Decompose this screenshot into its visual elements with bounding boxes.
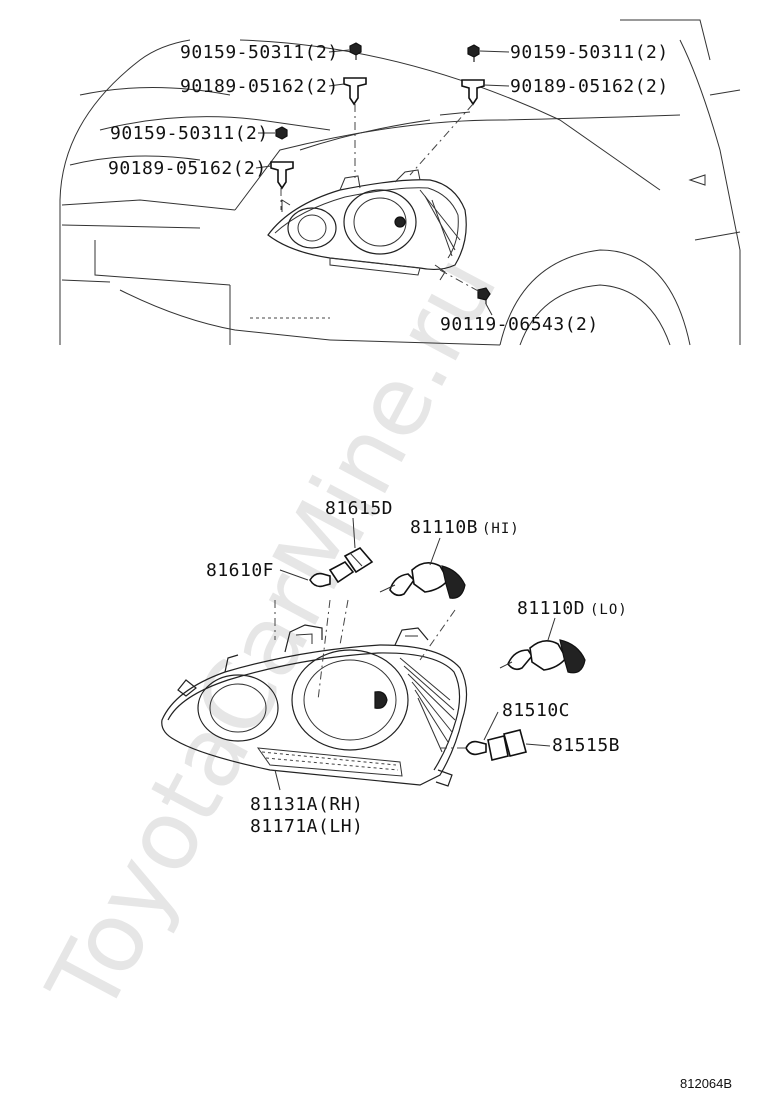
fasteners-top (270, 42, 491, 304)
label-bolt-top-right: 90159-50311(2) (510, 42, 669, 63)
label-socket-81615d: 81615D (325, 498, 393, 519)
label-lo-bulb-suffix: (LO) (590, 602, 628, 618)
label-side-bulb-81510c: 81510C (502, 700, 570, 721)
top-labels: 90159-50311(2) 90189-05162(2) 90159-5031… (108, 42, 669, 335)
leader-lines-top (255, 49, 510, 316)
bottom-labels: 81615D 81110B (HI) 81610F 81110D (LO) 81… (206, 498, 628, 837)
bulbs-and-sockets (309, 546, 586, 761)
label-hi-bulb-suffix: (HI) (482, 521, 520, 537)
label-lo-bulb-code: 81110D (517, 598, 585, 619)
car-front-drawing (59, 19, 741, 346)
watermark-text: ToyotaCarMine.ru (26, 238, 519, 1032)
label-hi-bulb-code: 81110B (410, 517, 478, 538)
label-bolt-mid-left: 90159-50311(2) (110, 123, 269, 144)
headlamp-unit (161, 624, 468, 787)
label-unit-lh: 81171A(LH) (250, 816, 363, 837)
label-clip-top-left: 90189-05162(2) (180, 76, 339, 97)
figure-number: 812064B (680, 1076, 732, 1091)
label-small-bulb-81610f: 81610F (206, 560, 274, 581)
label-clip-top-right: 90189-05162(2) (510, 76, 669, 97)
label-screw-bottom: 90119-06543(2) (440, 314, 599, 335)
label-clip-mid-left: 90189-05162(2) (108, 158, 267, 179)
label-bolt-top-left: 90159-50311(2) (180, 42, 339, 63)
label-unit-rh: 81131A(RH) (250, 794, 363, 815)
headlamp-installed (267, 169, 467, 281)
leader-lines-bottom (274, 517, 556, 791)
label-side-socket-81515b: 81515B (552, 735, 620, 756)
